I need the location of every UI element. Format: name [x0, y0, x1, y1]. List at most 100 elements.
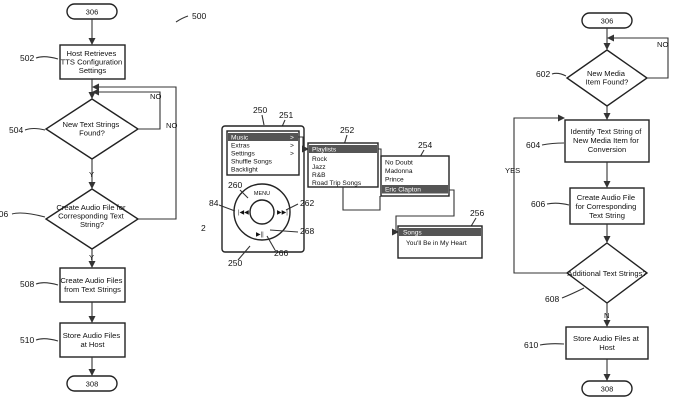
device-ref-262: 262 [300, 198, 314, 208]
decision-506-no-loop [92, 83, 177, 220]
screen-254-item: Madonna [385, 168, 413, 175]
step-508-ref: 508 [20, 279, 34, 289]
step-610-leader [539, 343, 565, 346]
step-606-leader [546, 202, 570, 206]
device-ref-262-leader [285, 203, 299, 211]
media-device: 250 251 Music Extras Settings Shuffle So… [201, 105, 314, 268]
decision-504-ref: 504 [9, 125, 23, 135]
decision-506-ref: 506 [0, 209, 8, 219]
main-menu-arrow: > [290, 135, 294, 142]
right-end-label: 308 [601, 385, 614, 394]
left-flowchart: 306 Host Retrieves TTS Configuration Set… [0, 3, 177, 392]
screen-256-ref: 256 [470, 208, 484, 218]
step-604-leader [541, 142, 565, 146]
main-menu-item: Music [231, 135, 249, 142]
screen-252-ref: 252 [340, 125, 354, 135]
step-610-box [565, 326, 649, 360]
decision-602-ref: 602 [536, 69, 550, 79]
screen-252-item: Playlists [312, 147, 337, 154]
screen-254-ref: 254 [418, 140, 432, 150]
edge-252-to-254-a [378, 148, 382, 156]
device-ref-250-bottom-leader [237, 245, 251, 261]
main-menu-highlight [228, 133, 298, 141]
device-ref-266: 266 [274, 248, 288, 258]
step-610-text: Store Audio Files at Host [573, 334, 641, 352]
right-start-label: 306 [601, 17, 614, 26]
decision-504-no-loop [92, 88, 161, 130]
edge-252-to-254-b [342, 187, 381, 211]
step-606-text: Create Audio File for Corresponding Text… [576, 193, 639, 220]
step-508-leader [35, 282, 59, 286]
screen-256-item: You'll Be in My Heart [406, 240, 467, 247]
screen-256-item: Songs [403, 230, 422, 237]
screen-254-highlight [382, 185, 448, 194]
menu-button-label: MENU [254, 191, 270, 197]
device-ref-260: 260 [228, 180, 242, 190]
decision-602-text: New Media Item Found? [586, 69, 629, 87]
menu-screen-252: 252 Playlists Rock Jazz R&B Road Trip So… [307, 125, 379, 188]
screen-252-item: Jazz [312, 164, 326, 171]
screen-254-item: Eric Clapton [385, 187, 421, 194]
center-button [249, 199, 275, 225]
play-pause-icon: ▶|| [256, 232, 264, 238]
right-end-terminator [581, 380, 633, 397]
step-508-text: Create Audio Files from Text Strings [60, 276, 124, 294]
next-icon: ▶▶| [277, 210, 288, 216]
decision-504-no-label: NO [150, 92, 161, 101]
device-ref-250-top: 250 [253, 105, 267, 115]
main-menu-item: Backlight [231, 167, 258, 174]
decision-608-text: Additional Text Strings? [567, 269, 646, 278]
main-menu-arrow: > [290, 151, 294, 158]
step-510-box [59, 322, 126, 358]
edge-main-to-252 [298, 136, 309, 153]
decision-504-text: New Text Strings Found? [63, 120, 122, 138]
device-ref-250-bottom: 250 [228, 258, 242, 268]
main-menu-item: Settings [231, 151, 256, 158]
step-502-text: Host Retrieves TTS Configuration Setting… [61, 49, 125, 75]
figure-ref: 500 [192, 11, 206, 21]
right-yes-label: YES [505, 166, 520, 175]
step-606-ref: 606 [531, 199, 545, 209]
device-ref-84: 84 [209, 198, 219, 208]
prev-icon: |◀◀ [238, 210, 249, 216]
screen-252-item: Road Trip Songs [312, 180, 362, 187]
decision-608-yes-loop [513, 114, 567, 274]
step-604-text: Identify Text String of New Media Item f… [571, 127, 644, 154]
device-ref-266-leader [266, 235, 276, 251]
decision-506-text: Create Audio File for Corresponding Text… [56, 203, 127, 229]
step-502-leader [35, 56, 59, 60]
decision-608-no-label: N [604, 311, 609, 320]
step-502-ref: 502 [20, 53, 34, 63]
decision-602-no-loop [607, 34, 669, 79]
main-menu-arrow: > [290, 143, 294, 150]
device-ref-260-leader [239, 189, 249, 199]
main-menu-item: Extras [231, 143, 250, 150]
decision-608-leader [561, 287, 585, 299]
screen-254-item: Prince [385, 177, 404, 184]
edge-254-to-256 [392, 189, 455, 236]
screen-252-item: Rock [312, 156, 328, 163]
decision-506-leader [11, 212, 46, 218]
menu-screen-254: 254 No Doubt Madonna Prince Eric Clapton [380, 140, 450, 197]
step-510-ref: 510 [20, 335, 34, 345]
decision-506-no-label: NO [166, 121, 177, 130]
step-510-text: Store Audio Files at Host [63, 331, 123, 349]
device-ref-268-leader [269, 229, 299, 233]
step-604-ref: 604 [526, 140, 540, 150]
left-start-label: 306 [86, 8, 99, 17]
right-flowchart: 306 New Media Item Found? 602 NO Identif… [505, 12, 669, 397]
main-menu-item: Shuffle Songs [231, 159, 273, 166]
decision-504-leader [24, 127, 46, 131]
device-ref-251: 251 [279, 110, 293, 120]
device-ref-268: 268 [300, 226, 314, 236]
decision-608-ref: 608 [545, 294, 559, 304]
screen-254-item: No Doubt [385, 160, 413, 167]
step-508-box [59, 267, 126, 303]
screen-256-highlight [399, 228, 481, 236]
screen-252-item: R&B [312, 172, 326, 179]
step-502-box [59, 44, 126, 80]
menu-screen-256: 256 Songs You'll Be in My Heart [397, 208, 484, 259]
step-510-leader [35, 338, 59, 342]
device-ref-250-leader [261, 114, 265, 126]
